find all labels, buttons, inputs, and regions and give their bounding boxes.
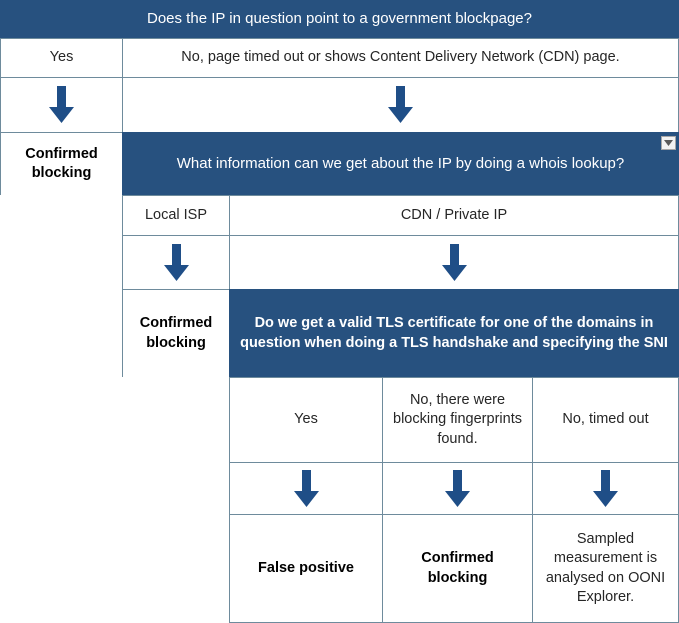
arrow-cell-tls-yes <box>229 462 383 515</box>
outcome-cell-confirmed-blocking-level3: Confirmed blocking <box>382 514 533 623</box>
answer-cell-cdn-private-ip: CDN / Private IP <box>229 195 679 236</box>
arrow-cell-cdn-private-ip <box>229 235 679 290</box>
answer-cell-tls-yes: Yes <box>229 377 383 463</box>
outcome-cell-confirmed-blocking-level1: Confirmed blocking <box>0 132 123 196</box>
arrow-cell-no-blockpage <box>122 77 679 133</box>
outcome-cell-ooni-explorer: Sampled measurement is analysed on OONI … <box>532 514 679 623</box>
arrow-cell-tls-fingerprints <box>382 462 533 515</box>
answer-cell-no-blockpage: No, page timed out or shows Content Deli… <box>122 38 679 78</box>
question-banner-whois: What information can we get about the IP… <box>122 132 679 196</box>
question-banner-blockpage: Does the IP in question point to a gover… <box>0 0 679 38</box>
arrow-cell-yes-blockpage <box>0 77 123 133</box>
arrow-cell-local-isp <box>122 235 230 290</box>
outcome-cell-confirmed-blocking-level2: Confirmed blocking <box>122 289 230 378</box>
empty-column-level2 <box>122 377 230 623</box>
empty-column-level1 <box>0 195 123 623</box>
answer-cell-tls-timed-out: No, timed out <box>532 377 679 463</box>
outcome-cell-false-positive: False positive <box>229 514 383 623</box>
chevron-down-icon[interactable] <box>661 136 676 150</box>
answer-cell-yes-blockpage: Yes <box>0 38 123 78</box>
answer-cell-tls-fingerprints: No, there were blocking fingerprints fou… <box>382 377 533 463</box>
arrow-cell-tls-timed-out <box>532 462 679 515</box>
question-banner-tls-certificate: Do we get a valid TLS certificate for on… <box>229 289 679 378</box>
answer-cell-local-isp: Local ISP <box>122 195 230 236</box>
